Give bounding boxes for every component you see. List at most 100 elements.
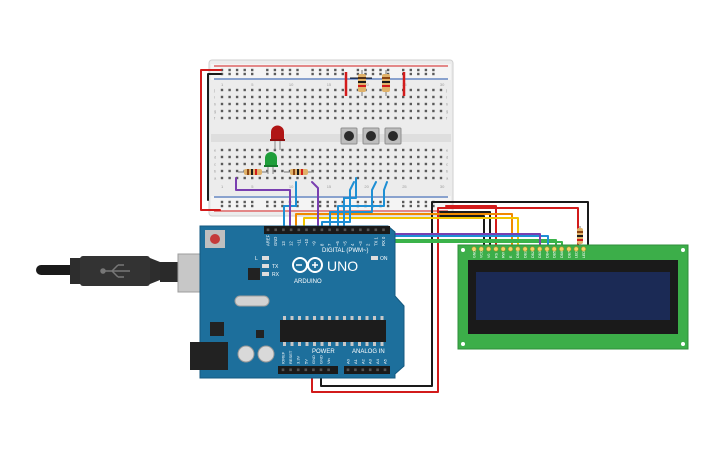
- breadboard-hole[interactable]: [243, 88, 246, 92]
- rail-hole[interactable]: [386, 200, 390, 204]
- breadboard-hole[interactable]: [311, 95, 314, 99]
- resistor-led-1[interactable]: [238, 169, 268, 175]
- breadboard-hole[interactable]: [251, 176, 254, 180]
- rail-hole[interactable]: [402, 68, 405, 72]
- header-pin[interactable]: [312, 368, 315, 372]
- breadboard-hole[interactable]: [228, 116, 231, 120]
- breadboard-hole[interactable]: [235, 95, 239, 99]
- breadboard-hole[interactable]: [402, 95, 405, 99]
- breadboard-hole[interactable]: [424, 102, 428, 106]
- rail-hole[interactable]: [228, 204, 231, 208]
- breadboard-hole[interactable]: [281, 169, 284, 173]
- breadboard-hole[interactable]: [326, 116, 329, 120]
- header-pin[interactable]: [359, 228, 362, 232]
- breadboard-hole[interactable]: [334, 148, 337, 152]
- breadboard-hole[interactable]: [228, 176, 231, 180]
- breadboard-hole[interactable]: [439, 88, 443, 92]
- rail-hole[interactable]: [424, 72, 428, 76]
- breadboard-hole[interactable]: [432, 95, 435, 99]
- breadboard-hole[interactable]: [326, 88, 329, 92]
- breadboard-hole[interactable]: [326, 155, 329, 159]
- breadboard-hole[interactable]: [243, 109, 246, 113]
- breadboard-hole[interactable]: [439, 95, 443, 99]
- breadboard-hole[interactable]: [379, 155, 382, 159]
- breadboard-hole[interactable]: [251, 116, 254, 120]
- breadboard-hole[interactable]: [334, 116, 337, 120]
- rail-hole[interactable]: [251, 200, 254, 204]
- breadboard-hole[interactable]: [326, 95, 329, 99]
- breadboard-hole[interactable]: [258, 102, 261, 106]
- rail-hole[interactable]: [318, 204, 322, 208]
- wire-red-5v[interactable]: [311, 207, 579, 393]
- breadboard-hole[interactable]: [326, 162, 329, 166]
- rail-hole[interactable]: [334, 200, 337, 204]
- breadboard-hole[interactable]: [432, 109, 435, 113]
- rail-hole[interactable]: [311, 68, 314, 72]
- header-pin[interactable]: [382, 228, 385, 232]
- rail-hole[interactable]: [296, 200, 299, 204]
- breadboard-hole[interactable]: [243, 176, 246, 180]
- rail-hole[interactable]: [243, 72, 246, 76]
- lcd-pin[interactable]: [537, 246, 543, 252]
- breadboard-hole[interactable]: [424, 176, 428, 180]
- breadboard-hole[interactable]: [439, 155, 443, 159]
- rail-hole[interactable]: [235, 68, 239, 72]
- lcd-pin[interactable]: [566, 246, 572, 252]
- breadboard-hole[interactable]: [364, 162, 367, 166]
- breadboard-hole[interactable]: [432, 88, 435, 92]
- rail-hole[interactable]: [288, 68, 292, 72]
- header-pin[interactable]: [305, 228, 308, 232]
- breadboard-hole[interactable]: [266, 95, 269, 99]
- rail-hole[interactable]: [424, 200, 428, 204]
- breadboard-hole[interactable]: [424, 88, 428, 92]
- breadboard-hole[interactable]: [220, 95, 224, 99]
- breadboard-hole[interactable]: [371, 176, 375, 180]
- breadboard-hole[interactable]: [220, 169, 224, 173]
- header-pin[interactable]: [351, 228, 354, 232]
- wire-orange[interactable]: [295, 213, 513, 247]
- breadboard-hole[interactable]: [371, 95, 375, 99]
- rail-hole[interactable]: [296, 68, 299, 72]
- breadboard-hole[interactable]: [356, 109, 360, 113]
- breadboard-hole[interactable]: [296, 88, 299, 92]
- breadboard-hole[interactable]: [371, 116, 375, 120]
- breadboard-hole[interactable]: [303, 116, 307, 120]
- rail-hole[interactable]: [243, 68, 246, 72]
- lcd-pin[interactable]: [529, 246, 535, 252]
- breadboard-hole[interactable]: [417, 176, 420, 180]
- breadboard-hole[interactable]: [439, 102, 443, 106]
- breadboard-hole[interactable]: [386, 155, 390, 159]
- breadboard-hole[interactable]: [318, 102, 322, 106]
- header-pin[interactable]: [320, 228, 324, 232]
- rail-hole[interactable]: [296, 72, 299, 76]
- rail-hole[interactable]: [341, 68, 344, 72]
- rail-hole[interactable]: [266, 200, 269, 204]
- breadboard-hole[interactable]: [243, 155, 246, 159]
- breadboard-hole[interactable]: [235, 102, 239, 106]
- rail-hole[interactable]: [409, 200, 412, 204]
- breadboard-hole[interactable]: [303, 102, 307, 106]
- breadboard-hole[interactable]: [235, 176, 239, 180]
- push-button-2[interactable]: [362, 127, 380, 145]
- wire-black-gnd-breadboard[interactable]: [207, 73, 222, 201]
- breadboard-hole[interactable]: [364, 109, 367, 113]
- rail-hole[interactable]: [379, 200, 382, 204]
- breadboard-hole[interactable]: [439, 176, 443, 180]
- breadboard-hole[interactable]: [409, 176, 412, 180]
- rail-hole[interactable]: [409, 204, 412, 208]
- breadboard-hole[interactable]: [417, 95, 420, 99]
- rail-hole[interactable]: [281, 72, 284, 76]
- breadboard-hole[interactable]: [266, 169, 269, 173]
- breadboard-hole[interactable]: [243, 102, 246, 106]
- breadboard-hole[interactable]: [258, 162, 261, 166]
- lcd-pin[interactable]: [493, 246, 499, 252]
- breadboard-hole[interactable]: [220, 155, 224, 159]
- rail-hole[interactable]: [273, 72, 277, 76]
- breadboard-hole[interactable]: [228, 169, 231, 173]
- breadboard-hole[interactable]: [341, 109, 344, 113]
- rail-hole[interactable]: [371, 68, 375, 72]
- breadboard-hole[interactable]: [334, 169, 337, 173]
- rail-hole[interactable]: [251, 72, 254, 76]
- rail-hole[interactable]: [334, 204, 337, 208]
